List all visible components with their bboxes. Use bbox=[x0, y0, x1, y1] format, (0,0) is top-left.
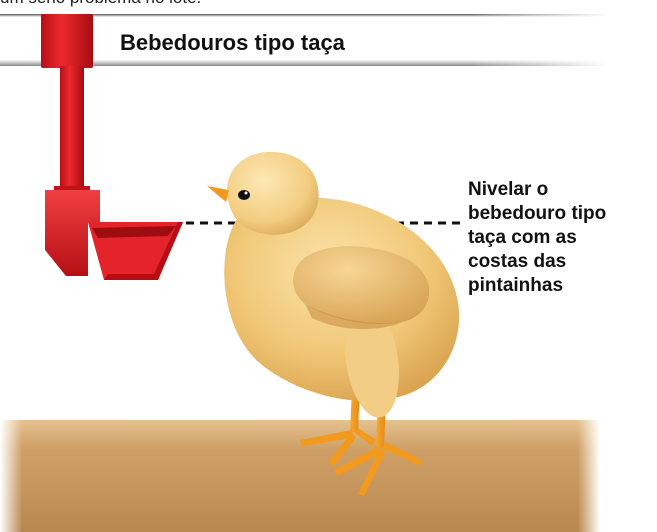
annotation-line: costas das bbox=[468, 251, 567, 272]
annotation-line: bebedouro tipo bbox=[468, 203, 607, 224]
annotation-line: Nivelar o bbox=[468, 179, 549, 200]
floor-illustration bbox=[0, 420, 600, 532]
annotation-line: taça com as bbox=[468, 227, 577, 248]
annotation-line: pintainhas bbox=[468, 275, 564, 296]
header-text: um sério problema no lote. bbox=[0, 0, 201, 8]
annotation-text: Nivelar o bebedouro tipo taça com as cos… bbox=[468, 178, 657, 298]
water-pipe-fade bbox=[470, 14, 610, 66]
pipe-title: Bebedouros tipo taça bbox=[120, 30, 345, 55]
cup-drinker-illustration bbox=[41, 14, 183, 280]
chick-illustration bbox=[207, 151, 460, 496]
